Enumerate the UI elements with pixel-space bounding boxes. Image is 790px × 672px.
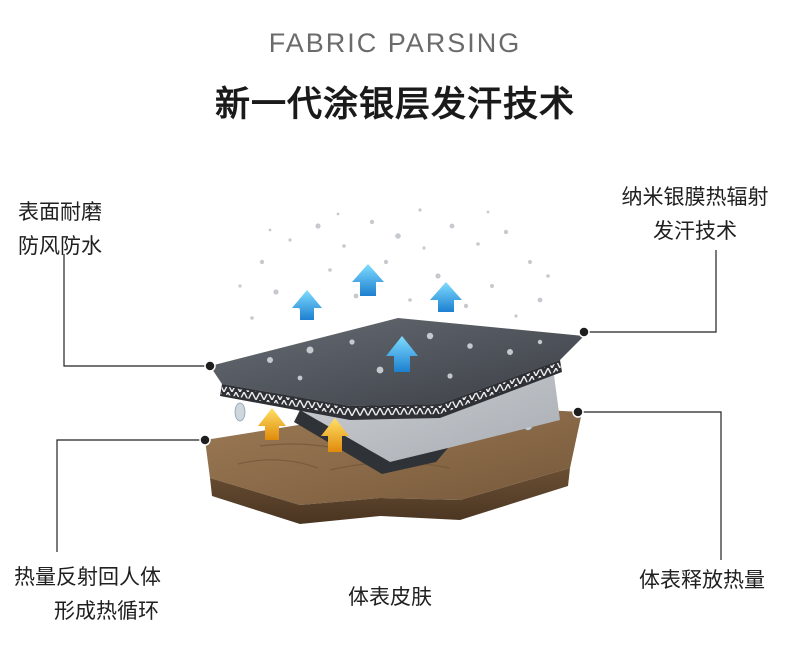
callout-bottom-center: 体表皮肤 [348, 580, 432, 614]
leader-bottom-left [56, 439, 205, 552]
water-spray [238, 208, 550, 320]
callout-bottom-center-line1: 体表皮肤 [348, 585, 432, 609]
anchor-dot-top-right [578, 326, 590, 338]
callout-bottom-left-line2: 形成热循环 [54, 599, 159, 623]
anchor-dot-bottom-right [572, 406, 584, 418]
callout-bottom-left-line1: 热量反射回人体 [14, 565, 161, 589]
callout-top-right-line2: 发汗技术 [653, 219, 737, 243]
leader-lines [56, 250, 722, 560]
callout-top-left-line2: 防风防水 [18, 234, 102, 258]
callout-top-left: 表面耐磨 防风防水 [18, 195, 102, 263]
leader-top-left [63, 254, 210, 367]
leader-top-right [584, 250, 717, 333]
leader-bottom-right [578, 411, 722, 560]
callout-bottom-right: 体表释放热量 [639, 563, 765, 597]
callout-bottom-right-line1: 体表释放热量 [639, 568, 765, 592]
leader-dots [199, 326, 590, 446]
blue-vapor-arrows [292, 264, 462, 372]
callout-bottom-left: 热量反射回人体 形成热循环 [14, 560, 161, 628]
anchor-dot-bottom-left [199, 434, 211, 446]
callout-top-right-line1: 纳米银膜热辐射 [621, 185, 769, 209]
callout-top-right: 纳米银膜热辐射 发汗技术 [613, 180, 777, 248]
anchor-dot-top-left [204, 360, 216, 372]
header-eyebrow: FABRIC PARSING [268, 28, 522, 58]
callout-top-left-line1: 表面耐磨 [18, 200, 102, 224]
page-title: 新一代涂银层发汗技术 [214, 85, 575, 125]
surface-droplets [267, 332, 543, 381]
yellow-heat-arrows [258, 408, 349, 452]
